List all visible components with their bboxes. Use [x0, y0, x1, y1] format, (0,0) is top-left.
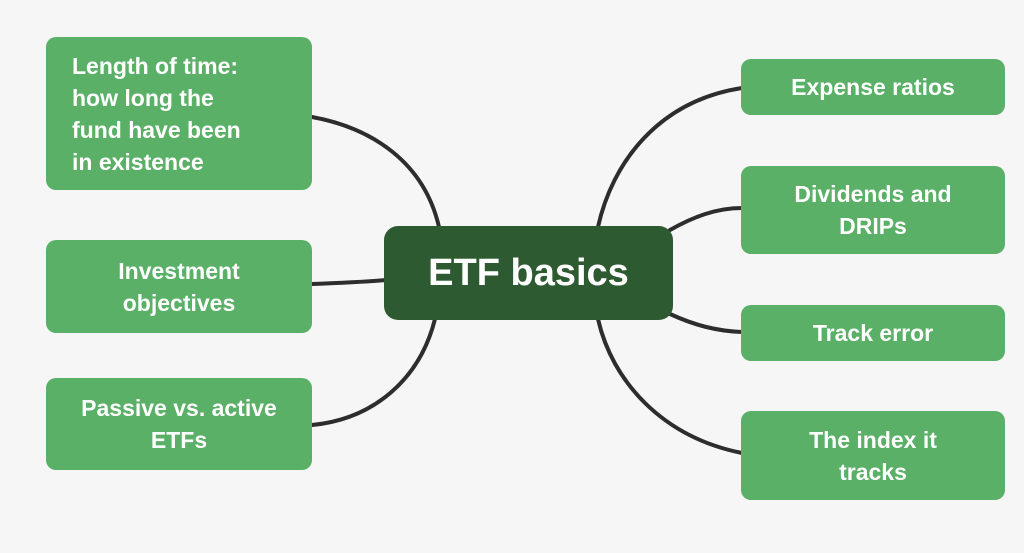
connector-expense-ratios [596, 86, 744, 229]
node-passive-vs-active-etfs-label: Passive vs. active ETFs [81, 395, 277, 453]
node-track-error[interactable]: Track error [741, 305, 1005, 361]
node-etf-basics-center[interactable]: ETF basics [384, 226, 673, 320]
node-expense-ratios[interactable]: Expense ratios [741, 59, 1005, 115]
node-length-of-time[interactable]: Length of time: how long the fund have b… [46, 37, 312, 190]
node-dividends-and-drips[interactable]: Dividends and DRIPs [741, 166, 1005, 254]
node-the-index-it-tracks-label: The index it tracks [809, 426, 937, 485]
node-the-index-it-tracks[interactable]: The index it tracks [741, 411, 1005, 500]
connector-dividends-drips [668, 206, 744, 232]
connector-index-tracks [596, 317, 744, 455]
node-expense-ratios-label: Expense ratios [791, 74, 955, 100]
node-track-error-label: Track error [812, 320, 934, 346]
node-investment-objectives-label: Investment objectives [118, 257, 240, 316]
connector-track-error [668, 312, 744, 334]
node-length-of-time-label: Length of time: how long the fund have b… [72, 52, 241, 175]
node-etf-basics-label: ETF basics [428, 252, 629, 294]
connector-length-of-time [310, 115, 441, 229]
connector-passive-vs-active [310, 317, 437, 427]
node-investment-objectives[interactable]: Investment objectives [46, 240, 312, 333]
node-passive-vs-active-etfs[interactable]: Passive vs. active ETFs [46, 378, 312, 470]
connector-investment-objectives [310, 278, 388, 286]
node-dividends-and-drips-label: Dividends and DRIPs [794, 181, 952, 239]
